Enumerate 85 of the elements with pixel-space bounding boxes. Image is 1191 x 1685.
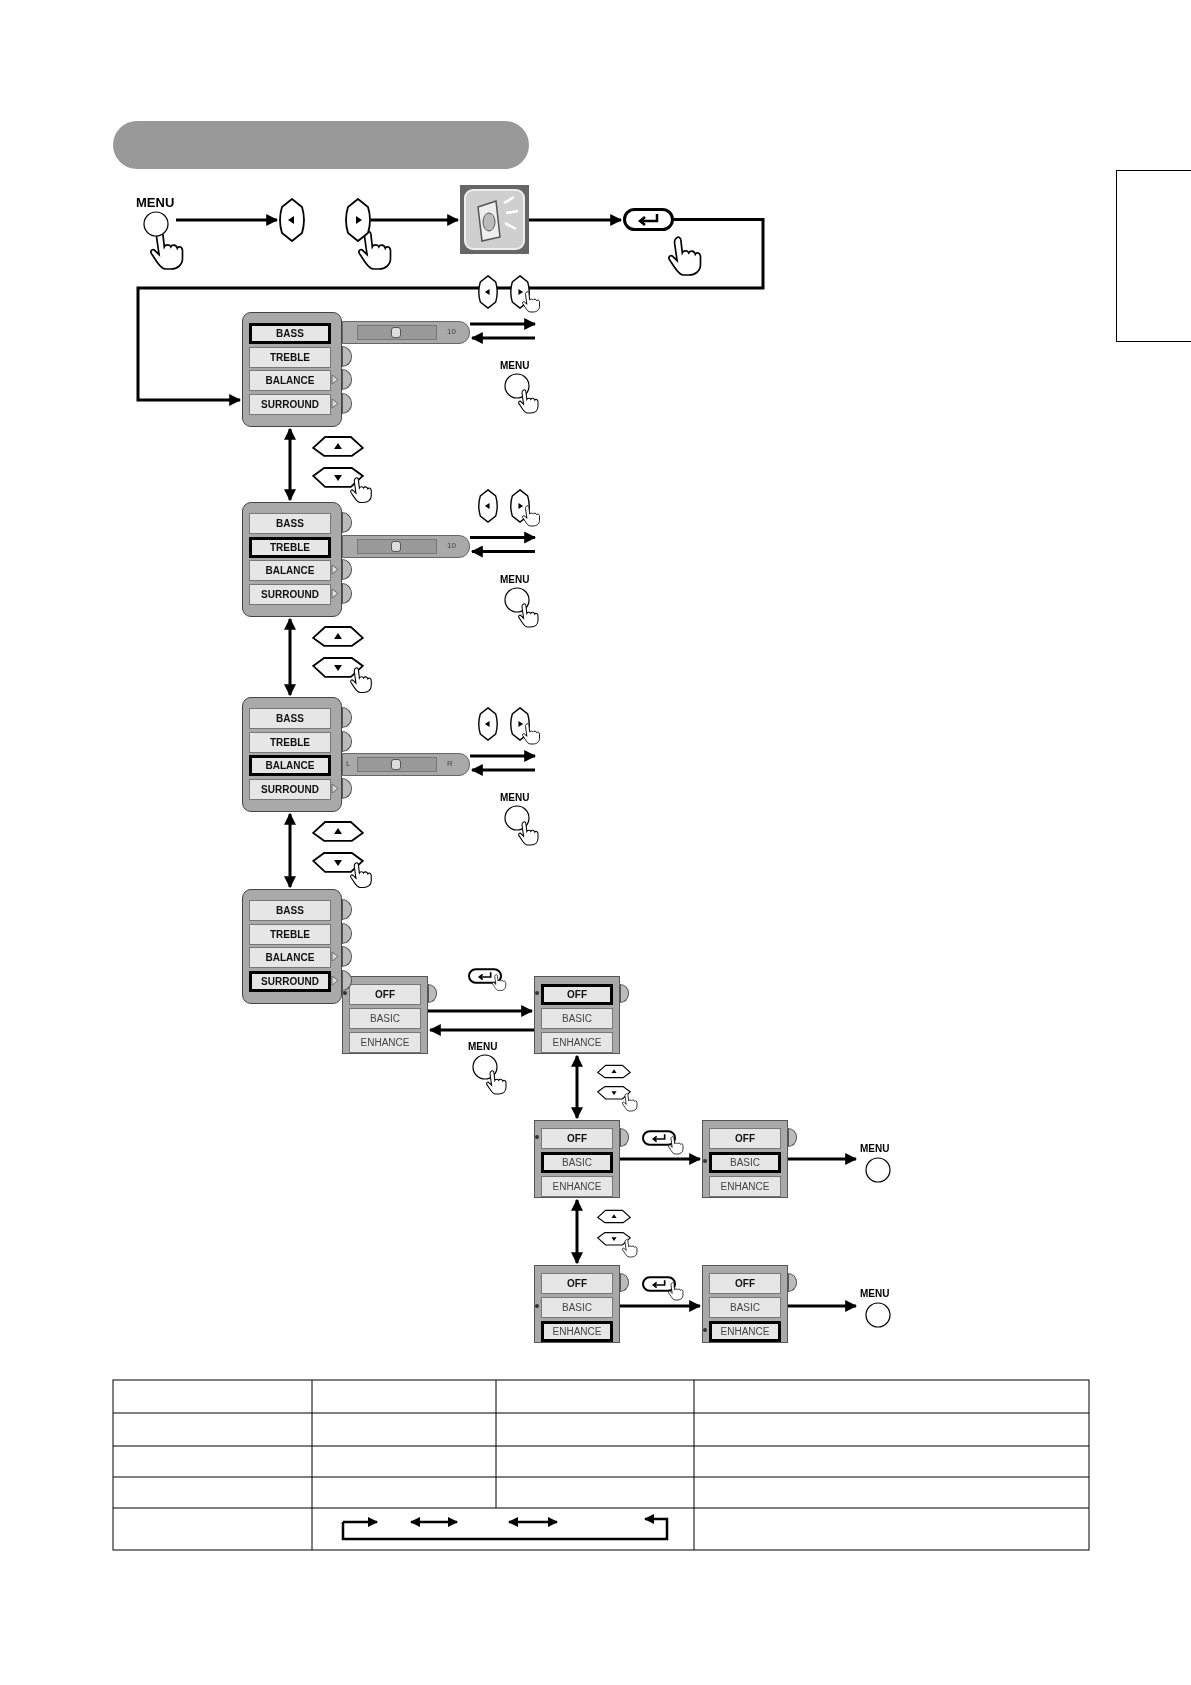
menu-item: BALANCE: [249, 370, 331, 391]
menu-item: BASIC: [709, 1152, 781, 1173]
double-arrow: [284, 427, 296, 502]
submenu-panel: [534, 1265, 620, 1343]
submenu-panel: [534, 1120, 620, 1198]
button-label: MENU: [468, 1040, 498, 1053]
double-arrow: [284, 812, 296, 889]
arrow: [620, 1153, 702, 1165]
slider-bar: [342, 321, 470, 344]
speaker-icon: [460, 185, 529, 254]
menu-item: OFF: [541, 1273, 613, 1294]
menu-panel: [242, 697, 342, 812]
arrow: [529, 214, 623, 226]
arrow: [371, 214, 460, 226]
arrow: [470, 545, 535, 558]
menu-item: BALANCE: [249, 755, 331, 776]
menu-item: TREBLE: [249, 731, 331, 753]
arrow: [428, 1024, 534, 1036]
arrow: [470, 332, 535, 344]
double-arrow: [571, 1198, 583, 1265]
slider-value: 10: [447, 540, 456, 550]
menu-item: SURROUND: [249, 778, 331, 800]
menu-item: TREBLE: [249, 536, 331, 558]
button-label: MENU: [500, 791, 530, 804]
arrow: [470, 764, 535, 776]
menu-item: BALANCE: [249, 560, 331, 581]
submenu-panel: [534, 976, 620, 1054]
menu-item: BASS: [249, 513, 331, 534]
menu-item: BASIC: [349, 1008, 421, 1029]
button-label: MENU: [136, 196, 175, 209]
slider-bar: [342, 753, 470, 776]
right-button-icon: [345, 198, 371, 242]
menu-item: TREBLE: [249, 346, 331, 368]
arrow: [176, 214, 279, 226]
menu-item: TREBLE: [249, 923, 331, 945]
side-tab: [1116, 170, 1191, 342]
menu-item: BASIC: [541, 1152, 613, 1173]
slider-value: L: [346, 759, 351, 768]
menu-item: BASS: [249, 323, 331, 344]
menu-item: SURROUND: [249, 583, 331, 605]
double-arrow: [571, 1054, 583, 1120]
left-button-icon: [279, 198, 305, 242]
menu-item: BALANCE: [249, 947, 331, 968]
arrow: [470, 318, 537, 330]
arrow: [620, 1300, 702, 1312]
menu-item: BASIC: [541, 1297, 613, 1318]
menu-item: ENHANCE: [349, 1032, 421, 1053]
menu-item: OFF: [541, 1128, 613, 1149]
button-label: MENU: [860, 1142, 890, 1155]
menu-panel: [242, 502, 342, 617]
button-label: MENU: [500, 359, 530, 372]
menu-item: BASS: [249, 900, 331, 921]
menu-item: ENHANCE: [541, 1321, 613, 1342]
arrow: [428, 1005, 534, 1017]
submenu-panel: [702, 1120, 788, 1198]
menu-item: BASIC: [709, 1297, 781, 1318]
menu-panel: [242, 889, 342, 1004]
arrow: [470, 531, 537, 544]
slider-value: 10: [447, 327, 456, 336]
menu-item: OFF: [541, 984, 613, 1005]
menu-item: OFF: [709, 1128, 781, 1149]
enter-button-icon: [623, 208, 674, 231]
submenu-panel: [702, 1265, 788, 1343]
arrow: [470, 750, 537, 762]
menu-item: ENHANCE: [709, 1176, 781, 1197]
menu-item: OFF: [709, 1273, 781, 1294]
arrow: [136, 218, 765, 406]
menu-item: ENHANCE: [541, 1176, 613, 1197]
arrow: [788, 1300, 858, 1312]
menu-item: ENHANCE: [541, 1032, 613, 1053]
menu-item: OFF: [349, 984, 421, 1005]
menu-panel: [242, 312, 342, 427]
button-label: MENU: [860, 1287, 890, 1300]
menu-item: BASIC: [541, 1008, 613, 1029]
menu-item: ENHANCE: [709, 1321, 781, 1342]
button-label: MENU: [500, 572, 530, 586]
slider-value: R: [447, 759, 453, 768]
menu-item: SURROUND: [249, 970, 331, 992]
slider-bar: [342, 534, 470, 558]
submenu-panel: [342, 976, 428, 1054]
arrow: [788, 1153, 858, 1165]
title-bar: [113, 121, 529, 169]
menu-item: BASS: [249, 708, 331, 729]
menu-item: SURROUND: [249, 393, 331, 415]
double-arrow: [284, 617, 296, 697]
